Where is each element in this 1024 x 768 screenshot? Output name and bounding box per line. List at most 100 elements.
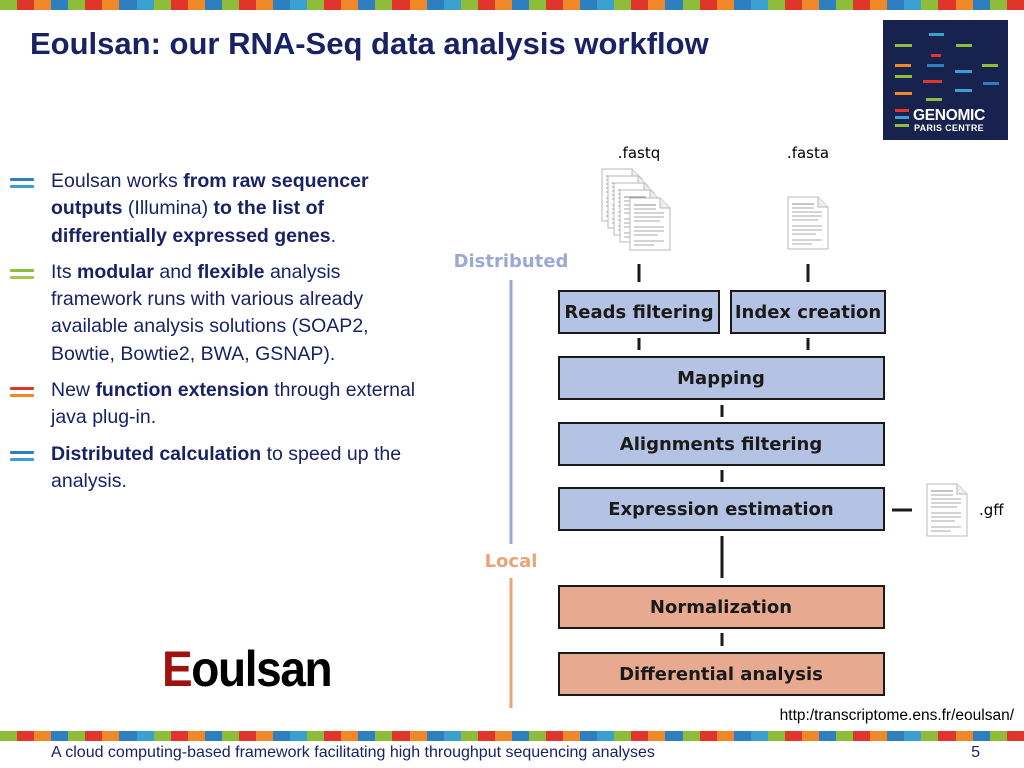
stripe-segment xyxy=(136,731,154,741)
stripe-segment xyxy=(409,0,427,10)
stripe-segment xyxy=(955,731,973,741)
stripe-segment xyxy=(477,731,495,741)
bullet-emphasis: function extension xyxy=(95,379,269,402)
stripe-segment xyxy=(597,731,615,741)
stripe-segment xyxy=(290,0,308,10)
stripe-segment xyxy=(648,731,666,741)
stripe-segment xyxy=(904,0,922,10)
stripe-segment xyxy=(853,0,871,10)
slide-title: Eoulsan: our RNA-Seq data analysis workf… xyxy=(30,26,709,61)
project-url[interactable]: http:/transcriptome.ens.fr/eoulsan/ xyxy=(779,707,1014,724)
stripe-segment xyxy=(119,0,137,10)
bullet-marker-icon xyxy=(10,387,34,398)
stripe-segment xyxy=(784,0,802,10)
eoulsan-logo: Eoulsan xyxy=(162,640,333,698)
stripe-segment xyxy=(511,731,529,741)
logo-subtitle: PARIS CENTRE xyxy=(914,123,984,133)
mapping-label: Mapping xyxy=(677,368,765,389)
bullet-text: and xyxy=(153,260,198,283)
stripe-segment xyxy=(204,0,222,10)
bullet-list: Eoulsan works from raw sequencer outputs… xyxy=(10,168,430,504)
stripe-segment xyxy=(358,0,376,10)
stripe-segment xyxy=(0,731,18,741)
stripe-segment xyxy=(85,731,103,741)
stripe-segment xyxy=(426,0,444,10)
bullet-text: . xyxy=(330,224,337,247)
bullet-marker-icon xyxy=(10,178,34,188)
stripe-segment xyxy=(324,0,342,10)
stripe-segment xyxy=(563,0,581,10)
stripe-segment xyxy=(580,731,598,741)
stripe-segment xyxy=(290,731,308,741)
stripe-segment xyxy=(972,0,990,10)
bullet-text: analysis framework runs with various alr… xyxy=(51,260,369,365)
stripe-segment xyxy=(85,0,103,10)
stripe-segment xyxy=(614,731,632,741)
stripe-segment xyxy=(563,731,581,741)
distributed-label: Distributed xyxy=(454,251,569,272)
index-creation-box xyxy=(730,290,886,334)
logo-title: GENOMIC xyxy=(913,107,985,124)
stripe-segment xyxy=(187,731,205,741)
bullet-emphasis: from raw sequencer outputs xyxy=(51,170,369,220)
stripe-segment xyxy=(665,0,683,10)
logo-bar xyxy=(955,89,972,92)
bullet-emphasis: flexible xyxy=(197,260,265,283)
stripe-segment xyxy=(51,0,69,10)
bullet-text: New xyxy=(51,379,96,402)
eoulsan-logo-initial: E xyxy=(162,641,193,697)
stripe-segment xyxy=(375,0,393,10)
logo-bar xyxy=(895,109,909,112)
stripe-segment xyxy=(34,0,52,10)
eoulsan-logo-rest: oulsan xyxy=(191,641,332,697)
bullet-text: through external java plug-in. xyxy=(51,379,416,429)
logo-bar xyxy=(982,64,998,67)
stripe-segment xyxy=(546,0,564,10)
stripe-segment xyxy=(392,0,410,10)
stripe-segment xyxy=(767,731,785,741)
stripe-segment xyxy=(870,731,888,741)
normalization-label: Normalization xyxy=(650,597,792,618)
expression-estimation-box xyxy=(558,487,885,531)
stripe-segment xyxy=(699,731,717,741)
stripe-segment xyxy=(699,0,717,10)
stripe-segment xyxy=(375,731,393,741)
stripe-segment xyxy=(68,731,86,741)
stripe-segment xyxy=(836,731,854,741)
logo-bar xyxy=(895,64,911,67)
stripe-segment xyxy=(324,731,342,741)
logo-bar xyxy=(895,124,909,127)
workflow-diagram: Distributed Local .fastq .fasta .gff xyxy=(440,140,1024,720)
bullet-item: New function extension through external … xyxy=(10,377,430,432)
stripe-segment xyxy=(614,0,632,10)
logo-bar xyxy=(895,116,909,119)
stripe-segment xyxy=(887,731,905,741)
stripe-segment xyxy=(443,731,461,741)
stripe-segment xyxy=(801,0,819,10)
local-label: Local xyxy=(485,551,538,572)
stripe-segment xyxy=(0,0,18,10)
stripe-segment xyxy=(443,0,461,10)
stripe-segment xyxy=(170,731,188,741)
stripe-segment xyxy=(102,0,120,10)
stripe-segment xyxy=(750,0,768,10)
stripe-segment xyxy=(648,0,666,10)
stripe-segment xyxy=(938,731,956,741)
top-color-stripe xyxy=(0,0,1024,10)
stripe-segment xyxy=(819,731,837,741)
stripe-segment xyxy=(341,0,359,10)
stripe-segment xyxy=(170,0,188,10)
logo-bar xyxy=(955,70,972,73)
stripe-segment xyxy=(767,0,785,10)
stripe-segment xyxy=(801,731,819,741)
stripe-segment xyxy=(255,731,273,741)
bullet-emphasis: modular xyxy=(77,260,154,283)
stripe-segment xyxy=(102,731,120,741)
logo-bar xyxy=(956,44,972,47)
stripe-segment xyxy=(989,0,1007,10)
stripe-segment xyxy=(853,731,871,741)
differential-analysis-label: Differential analysis xyxy=(619,664,823,685)
bullet-item: Eoulsan works from raw sequencer outputs… xyxy=(10,168,430,250)
stripe-segment xyxy=(580,0,598,10)
stripe-segment xyxy=(528,731,546,741)
